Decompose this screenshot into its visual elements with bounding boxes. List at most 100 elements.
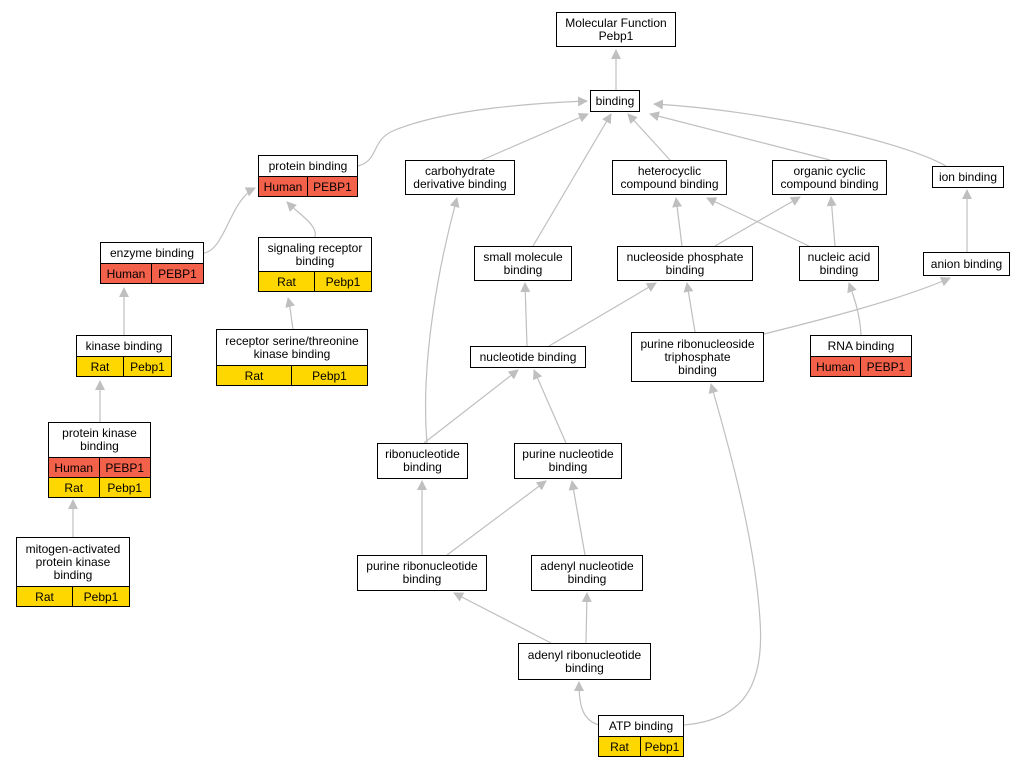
node-molecular-function[interactable]: Molecular Function Pebp1 [556,12,676,47]
gene-cell: PEBP1 [861,357,912,377]
species-cell: Human [258,177,308,197]
edge-carb-ribonuc [424,197,460,444]
node-label: mitogen-activated protein kinase binding [16,537,130,587]
edge-purnuc-adenyl [568,480,586,556]
species-cell: Rat [76,357,124,377]
node-ribonucleotide-binding[interactable]: ribonucleotide binding [377,443,468,479]
node-label: adenyl nucleotide binding [531,555,643,591]
gene-cell: Pebp1 [641,737,684,757]
node-label: adenyl ribonucleotide binding [518,643,651,680]
species-cell: Human [810,357,861,377]
edge-binding-ion [653,99,947,167]
edge-protein-signal [286,201,316,238]
node-carbohydrate-derivative-binding[interactable]: carbohydrate derivative binding [405,160,515,195]
node-label: purine ribonucleoside triphosphate bindi… [631,332,764,382]
edge-binding-hetero [627,113,671,161]
node-label: Molecular Function Pebp1 [556,12,676,47]
node-label: binding [590,90,640,112]
node-label: RNA binding [810,335,912,357]
node-binding[interactable]: binding [590,90,640,112]
edge-protein-enzyme [203,187,256,254]
node-label: purine nucleotide binding [514,443,622,479]
node-purine-nucleotide-binding[interactable]: purine nucleotide binding [514,443,622,479]
edge-binding-carb [481,112,589,161]
edge-signal-rst [285,297,296,330]
edge-hetero-nucacid [706,197,810,247]
species-cell: Rat [258,272,315,292]
edge-adenylribo-atp [574,681,600,726]
node-purine-ribonucleotide-binding[interactable]: purine ribonucleotide binding [357,555,487,591]
edge-nucphos-nucleotide [548,282,657,347]
edge-anion-prtp [763,277,951,335]
node-receptor-ser-thr-kinase-binding[interactable]: receptor serine/threonine kinase binding… [216,329,368,386]
node-label: enzyme binding [100,242,204,264]
node-nucleic-acid-binding[interactable]: nucleic acid binding [799,246,879,281]
gene-cell: PEBP1 [308,177,358,197]
gene-cell: Pebp1 [99,478,151,498]
node-organic-cyclic-compound-binding[interactable]: organic cyclic compound binding [772,160,887,195]
node-label: purine ribonucleotide binding [357,555,487,591]
node-label: protein kinase binding [48,422,151,458]
gene-cell: Pebp1 [292,366,368,386]
node-label: nucleotide binding [470,346,586,368]
edge-hetero-nucphos [672,197,683,247]
node-label: ion binding [932,166,1004,188]
node-adenyl-nucleotide-binding[interactable]: adenyl nucleotide binding [531,555,643,591]
edge-binding-protein [357,96,588,167]
edge-adenyl-adenylribo [581,592,592,644]
gene-cell: Pebp1 [124,357,172,377]
node-small-molecule-binding[interactable]: small molecule binding [474,246,572,281]
edge-organic-nucacid [826,196,837,247]
species-cell: Human [48,458,100,478]
species-cell: Rat [598,737,641,757]
node-mapk-binding[interactable]: mitogen-activated protein kinase binding… [16,537,130,607]
node-label: organic cyclic compound binding [772,160,887,195]
node-nucleotide-binding[interactable]: nucleotide binding [470,346,586,368]
edge-purnuc-purribo [446,480,547,556]
gene-cell: Pebp1 [315,272,372,292]
node-anion-binding[interactable]: anion binding [923,252,1010,276]
node-label: ribonucleotide binding [377,443,468,479]
node-label: protein binding [258,155,358,177]
species-cell: Rat [216,366,292,386]
node-label: ATP binding [598,715,684,737]
gene-cell: PEBP1 [99,458,151,478]
edge-nucleotide-purnuc [533,369,567,444]
node-label: signaling receptor binding [258,237,372,272]
node-ion-binding[interactable]: ion binding [932,166,1004,188]
node-label: anion binding [923,252,1010,276]
edge-organic-nucphos [714,196,801,247]
node-heterocyclic-compound-binding[interactable]: heterocyclic compound binding [612,160,727,195]
gene-cell: PEBP1 [152,264,204,284]
node-label: heterocyclic compound binding [612,160,727,195]
edge-prtp-atp [683,383,762,726]
node-label: kinase binding [76,335,172,357]
node-adenyl-ribonucleotide-binding[interactable]: adenyl ribonucleotide binding [518,643,651,680]
node-label: carbohydrate derivative binding [405,160,515,195]
species-cell: Rat [48,478,100,498]
node-label: small molecule binding [474,246,572,281]
species-cell: Rat [16,587,73,607]
edge-nucacid-rna [847,282,862,336]
node-nucleoside-phosphate-binding[interactable]: nucleoside phosphate binding [617,246,753,281]
node-purine-ribonucleoside-triphosphate-binding[interactable]: purine ribonucleoside triphosphate bindi… [631,332,764,382]
edge-nucphos-prtp [683,282,696,333]
node-label: nucleoside phosphate binding [617,246,753,281]
